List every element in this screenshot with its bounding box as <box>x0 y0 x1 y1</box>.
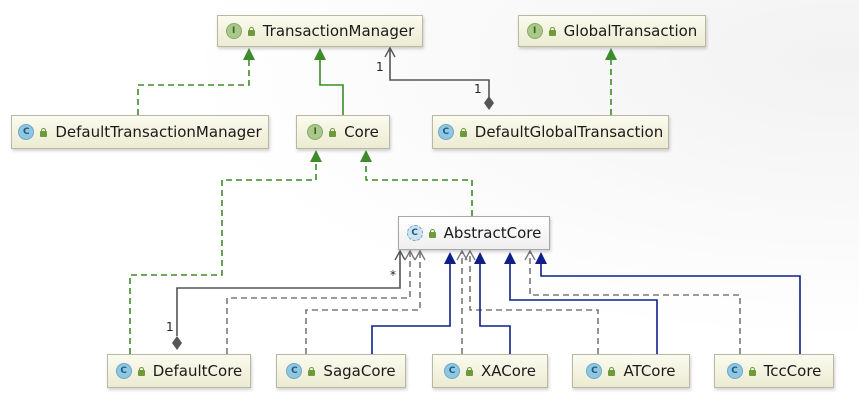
arrowhead-implements <box>605 48 617 60</box>
lock-icon <box>428 228 437 238</box>
edge-implements <box>365 162 473 216</box>
node-core[interactable]: I Core <box>296 115 390 149</box>
node-label: TransactionManager <box>262 22 415 40</box>
lock-icon <box>39 127 48 137</box>
node-label: AbstractCore <box>443 224 542 242</box>
arrowhead-extends <box>504 252 516 264</box>
edge-aggregation <box>176 252 401 336</box>
abstract-class-icon: C <box>406 225 423 241</box>
lock-icon <box>328 127 337 137</box>
node-tcc-core[interactable]: C TccCore <box>714 354 834 388</box>
node-default-transaction-manager[interactable]: C DefaultTransactionManager <box>11 115 269 149</box>
arrowhead-open <box>404 249 416 261</box>
interface-icon: I <box>526 23 543 39</box>
edge-extends <box>371 264 451 354</box>
arrowhead-implements <box>243 48 255 60</box>
arrowhead-open <box>456 249 468 261</box>
lock-icon <box>247 26 256 36</box>
node-default-global-transaction[interactable]: C DefaultGlobalTransaction <box>432 115 669 149</box>
node-label: ATCore <box>623 362 676 380</box>
node-label: TccCore <box>763 362 822 380</box>
arrowhead-extends-interface <box>314 48 326 60</box>
arrowhead-open <box>524 249 536 261</box>
class-icon: C <box>726 363 743 379</box>
node-label: DefaultCore <box>152 362 243 380</box>
node-label: SagaCore <box>323 362 396 380</box>
node-label: Core <box>344 123 379 141</box>
node-at-core[interactable]: C ATCore <box>572 354 690 388</box>
node-label: DefaultGlobalTransaction <box>474 123 664 141</box>
interface-icon: I <box>225 23 242 39</box>
multiplicity-label: * <box>390 268 396 282</box>
arrowhead-implements <box>310 150 322 162</box>
arrowhead-extends <box>474 252 486 264</box>
arrowhead-open <box>414 249 426 261</box>
arrowhead-extends <box>535 252 547 264</box>
edge-extends <box>479 264 511 354</box>
aggregation-diamond <box>484 96 494 110</box>
node-abstract-core[interactable]: C AbstractCore <box>398 216 550 250</box>
node-xa-core[interactable]: C XACore <box>432 354 548 388</box>
edge-implements <box>137 60 250 115</box>
class-icon: C <box>286 363 303 379</box>
arrowhead-open <box>464 249 476 261</box>
edge-implements <box>129 162 317 354</box>
class-icon: C <box>18 124 35 140</box>
edge-extends <box>540 264 801 354</box>
node-label: DefaultTransactionManager <box>55 123 262 141</box>
lock-icon <box>307 366 316 376</box>
multiplicity-label: 1 <box>166 320 174 334</box>
node-global-transaction[interactable]: I GlobalTransaction <box>518 15 706 47</box>
lock-icon <box>137 366 146 376</box>
edge-dependency <box>469 252 599 354</box>
interface-icon: I <box>307 124 324 140</box>
lock-icon <box>607 366 616 376</box>
edge-dependency <box>305 252 421 354</box>
class-icon: C <box>115 363 132 379</box>
multiplicity-label: 1 <box>376 60 384 74</box>
arrowhead-open <box>384 46 396 58</box>
edge-dependency <box>226 252 411 354</box>
lock-icon <box>465 366 474 376</box>
lock-icon <box>459 127 468 137</box>
arrowhead-implements <box>360 150 372 162</box>
lock-icon <box>548 26 557 36</box>
arrowhead-extends <box>444 252 456 264</box>
edge-dependency <box>529 252 741 354</box>
arrowhead-open <box>394 249 406 261</box>
multiplicity-label: 1 <box>474 82 482 96</box>
class-icon: C <box>437 124 454 140</box>
node-saga-core[interactable]: C SagaCore <box>276 354 406 388</box>
lock-icon <box>748 366 757 376</box>
node-default-core[interactable]: C DefaultCore <box>107 354 251 388</box>
node-transaction-manager[interactable]: I TransactionManager <box>217 15 423 47</box>
edge-extends-interface <box>319 60 344 115</box>
class-icon: C <box>586 363 603 379</box>
aggregation-diamond <box>172 336 182 350</box>
edge-extends <box>509 264 658 354</box>
class-icon: C <box>444 363 460 379</box>
node-label: GlobalTransaction <box>563 22 698 40</box>
edge-aggregation <box>389 50 490 97</box>
node-label: XACore <box>481 362 536 380</box>
